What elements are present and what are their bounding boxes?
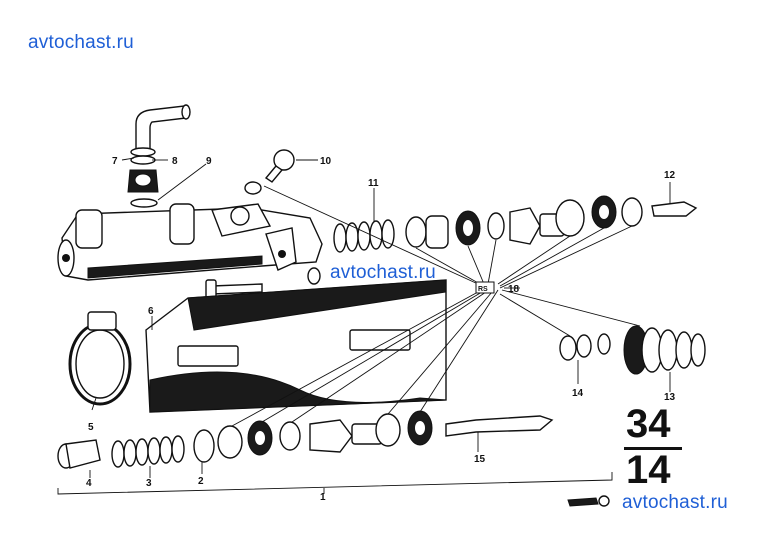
- kit-badge-box: [475, 281, 495, 294]
- callout-14: 14: [572, 388, 584, 399]
- callout-4: 4: [86, 478, 92, 489]
- mounting-bolt-part: [205, 267, 321, 299]
- callout-6: 6: [148, 306, 154, 317]
- callout-9: 9: [206, 156, 212, 167]
- heat-shield-part: [145, 279, 447, 413]
- leader-lines: [57, 157, 671, 495]
- dust-boot-part: [559, 325, 706, 375]
- callout-2: 2: [198, 476, 204, 487]
- figure-number-divider: [624, 447, 682, 450]
- watermark-middle[interactable]: avtochast.ru: [330, 262, 436, 283]
- spring-upper-part: [333, 219, 395, 253]
- reservoir-elbow-part: [127, 104, 191, 208]
- callout-8: 8: [172, 156, 178, 167]
- watermark-top[interactable]: avtochast.ru: [28, 32, 134, 53]
- callout-10: 10: [320, 156, 332, 167]
- upper-piston-row: [405, 195, 698, 249]
- callout-18: 18: [508, 284, 520, 295]
- figure-number-top: 34: [626, 402, 671, 446]
- bleed-screw-part: [244, 149, 295, 195]
- hose-clamp-part: [68, 311, 132, 406]
- callout-13: 13: [664, 392, 676, 403]
- callout-5: 5: [88, 422, 94, 433]
- callout-3: 3: [146, 478, 152, 489]
- wrench-symbol: [567, 495, 610, 507]
- callout-15: 15: [474, 454, 486, 465]
- callout-11: 11: [368, 178, 379, 189]
- figure-number-bottom: 14: [626, 448, 671, 492]
- callout-1: 1: [320, 492, 326, 503]
- callout-12: 12: [664, 170, 676, 181]
- master-cylinder-body: [57, 203, 323, 281]
- watermark-bottom[interactable]: avtochast.ru: [622, 492, 728, 513]
- callout-7: 7: [112, 156, 118, 167]
- kit-badge-label: RS: [478, 286, 488, 293]
